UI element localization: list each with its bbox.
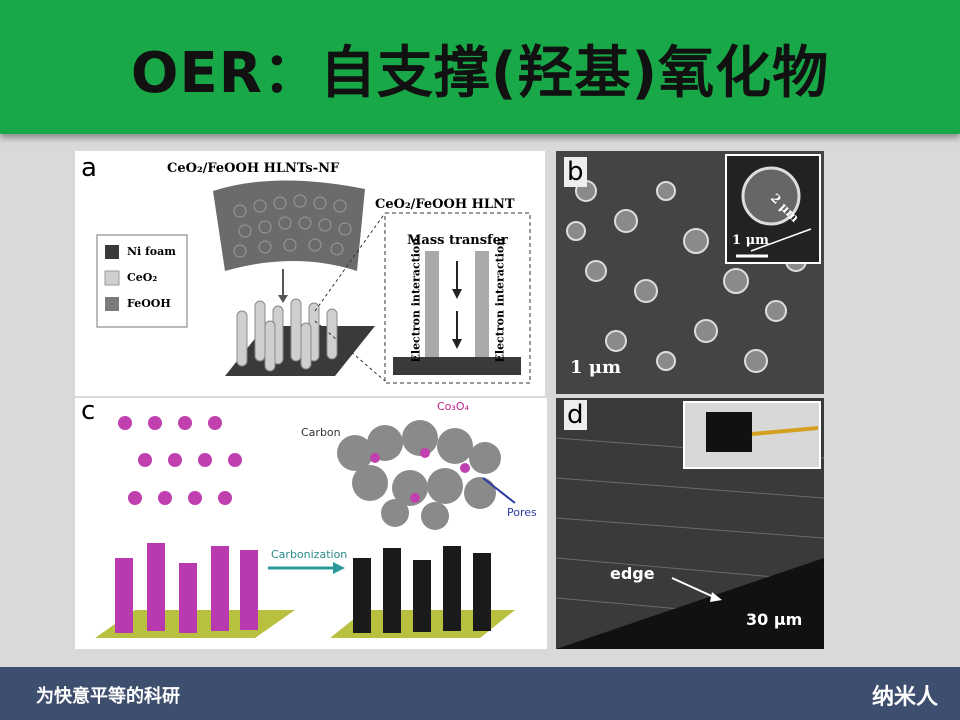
footer-logo-text: 纳米人 bbox=[871, 685, 938, 710]
title-bar: OER：自支撑(羟基)氧化物 bbox=[0, 0, 960, 134]
panel-b-scale: 1 μm bbox=[570, 357, 622, 378]
hlnt-tube-right bbox=[475, 251, 489, 357]
panel-b-sem: b 1 μm 1 μm 2 μm bbox=[556, 151, 824, 394]
panel-a-schematic: a CeO₂/FeOOH HLNTs-NF bbox=[75, 151, 545, 396]
panel-c-label: c bbox=[81, 398, 96, 426]
mass-transfer-label: Mass transfer bbox=[407, 233, 508, 248]
panel-d-sem: d edge 30 μm bbox=[556, 398, 824, 649]
co3o4-label: Co₃O₄ bbox=[437, 400, 469, 413]
electron-left-label: Electron interaction bbox=[409, 237, 423, 363]
hlnt-tube-left bbox=[425, 251, 439, 357]
footer-slogan: 为快意平等的科研 bbox=[36, 686, 180, 707]
electron-right-label: Electron interaction bbox=[493, 237, 507, 363]
nanotube-array bbox=[236, 298, 338, 372]
pores-label: Pores bbox=[507, 506, 537, 519]
panel-a-top-title: CeO₂/FeOOH HLNTs-NF bbox=[167, 161, 340, 176]
footer-bar: 为快意平等的科研 纳米人 bbox=[0, 667, 960, 720]
panel-a-drawing bbox=[96, 180, 531, 384]
carbon-network bbox=[337, 420, 501, 530]
mof-crystals bbox=[118, 416, 242, 505]
hlnt-box bbox=[384, 212, 531, 384]
foam-pores bbox=[233, 194, 352, 258]
slide-title: OER：自支撑(羟基)氧化物 bbox=[130, 41, 830, 106]
inset-scale: 1 μm bbox=[732, 233, 769, 248]
panel-d-texture bbox=[556, 401, 824, 649]
panel-b-label: b bbox=[564, 157, 587, 187]
edge-label: edge bbox=[610, 564, 655, 583]
panel-d-label: d bbox=[564, 400, 587, 430]
hlnt-title: CeO₂/FeOOH HLNT bbox=[375, 197, 515, 212]
panel-a-label: a bbox=[81, 153, 97, 183]
mof-pillars bbox=[115, 543, 258, 633]
panel-b-texture bbox=[566, 154, 821, 373]
panel-d-edge-region bbox=[556, 558, 824, 649]
legend-feooh: FeOOH bbox=[127, 297, 171, 310]
ni-foam-sheet bbox=[213, 180, 365, 271]
carbon-pillars bbox=[353, 546, 491, 633]
panel-c-schematic: c Carbon Co₃O₄ Pores Carb bbox=[75, 398, 547, 649]
panel-d-scale: 30 μm bbox=[746, 610, 803, 629]
hlnt-base bbox=[393, 357, 521, 375]
panel-c-drawing bbox=[95, 416, 516, 638]
legend-ni-foam: Ni foam bbox=[127, 245, 176, 258]
carbonization-label: Carbonization bbox=[271, 548, 348, 561]
legend-ceo2: CeO₂ bbox=[127, 271, 158, 284]
carbon-label: Carbon bbox=[301, 426, 341, 439]
